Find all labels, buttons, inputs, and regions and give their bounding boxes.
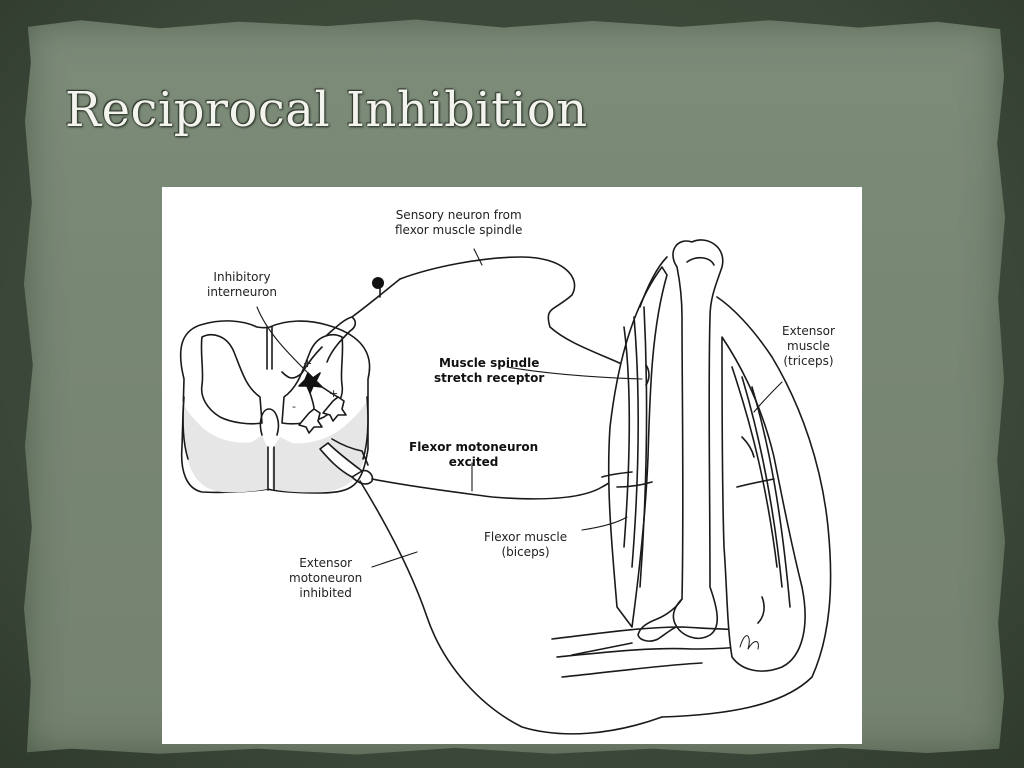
label-line: Muscle spindle — [438, 356, 540, 370]
label-line: flexor muscle spindle — [395, 223, 523, 237]
arm-outline — [639, 256, 832, 718]
diagram-figure: Sensory neuron from flexor muscle spindl… — [162, 187, 862, 744]
label-flexor-muscle: Flexor muscle (biceps) — [484, 530, 567, 560]
label-line: muscle — [787, 339, 830, 353]
label-line: (biceps) — [501, 545, 550, 559]
diagram-illustration — [179, 239, 832, 735]
pointer-lines — [256, 248, 783, 568]
label-sensory-neuron: Sensory neuron from flexor muscle spindl… — [395, 208, 522, 238]
label-line: Flexor motoneuron — [409, 440, 539, 454]
cell-body-dot — [372, 277, 384, 289]
label-line: Sensory neuron from — [395, 208, 522, 222]
label-line: stretch receptor — [434, 371, 545, 385]
label-line: excited — [448, 455, 499, 469]
minus-sign: - — [292, 400, 296, 413]
label-line: interneuron — [207, 285, 277, 299]
label-line: Flexor muscle — [484, 530, 568, 544]
humerus-bone — [637, 239, 724, 642]
sensory-neuron — [281, 256, 645, 379]
label-line: Extensor — [299, 556, 353, 570]
label-line: motoneuron — [289, 571, 363, 585]
plus-sign: + — [329, 387, 339, 400]
label-extensor-motoneuron: Extensor motoneuron inhibited — [289, 556, 362, 601]
motoneuron-roots — [319, 438, 663, 735]
label-flexor-motoneuron: Flexor motoneuron excited — [409, 440, 538, 470]
slide-title: Reciprocal Inhibition — [65, 82, 588, 138]
spinal-cord-section — [179, 320, 371, 494]
extensor-muscle — [721, 336, 806, 672]
label-line: inhibited — [299, 586, 352, 600]
label-line: Inhibitory — [213, 270, 271, 284]
flexor-muscle — [601, 266, 668, 628]
plus-sign: + — [303, 357, 313, 370]
label-muscle-spindle: Muscle spindle stretch receptor — [434, 356, 544, 386]
interneuron-cells — [298, 372, 347, 434]
label-extensor-muscle: Extensor muscle (triceps) — [782, 324, 835, 369]
label-line: Extensor — [782, 324, 835, 338]
label-inhibitory-interneuron: Inhibitory interneuron — [207, 270, 277, 300]
label-line: (triceps) — [783, 354, 834, 368]
